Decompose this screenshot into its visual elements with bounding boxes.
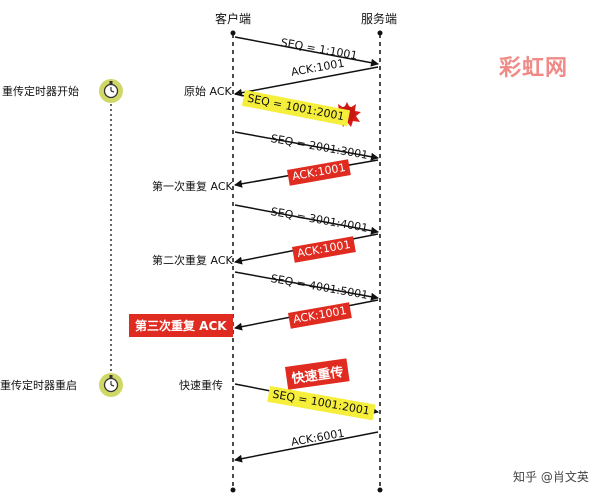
note-fast-retransmit: 快速重传: [179, 379, 223, 392]
server-lifeline-bottom-dot: [377, 487, 383, 493]
timer-restart-label: 重传定时器重启: [0, 379, 77, 392]
server-header: 服务端: [361, 12, 398, 26]
brand-watermark: 彩虹网: [499, 56, 569, 81]
arrow-m4: [234, 131, 379, 161]
arrow-m1: [234, 36, 379, 67]
note-original-ack: 原始 ACK: [184, 85, 232, 98]
credit-watermark: 知乎 @肖文英: [513, 470, 589, 484]
client-lifeline-bottom-dot: [230, 487, 236, 493]
arrow-m2: [234, 66, 379, 97]
client-lifeline-top-dot: [230, 30, 236, 36]
arrow-m6: [234, 204, 379, 235]
stopwatch-restart-icon: [99, 373, 123, 397]
arrow-m8: [234, 271, 379, 301]
arrow-m11: [234, 431, 379, 463]
client-header: 客户端: [215, 12, 252, 26]
note-dup2: 第二次重复 ACK: [152, 254, 233, 267]
stopwatch-start-icon: [99, 79, 123, 103]
note-dup3-badge: 第三次重复 ACK: [129, 314, 233, 337]
server-lifeline-top-dot: [377, 30, 383, 36]
note-dup1: 第一次重复 ACK: [152, 180, 233, 193]
timer-start-label: 重传定时器开始: [2, 85, 79, 98]
